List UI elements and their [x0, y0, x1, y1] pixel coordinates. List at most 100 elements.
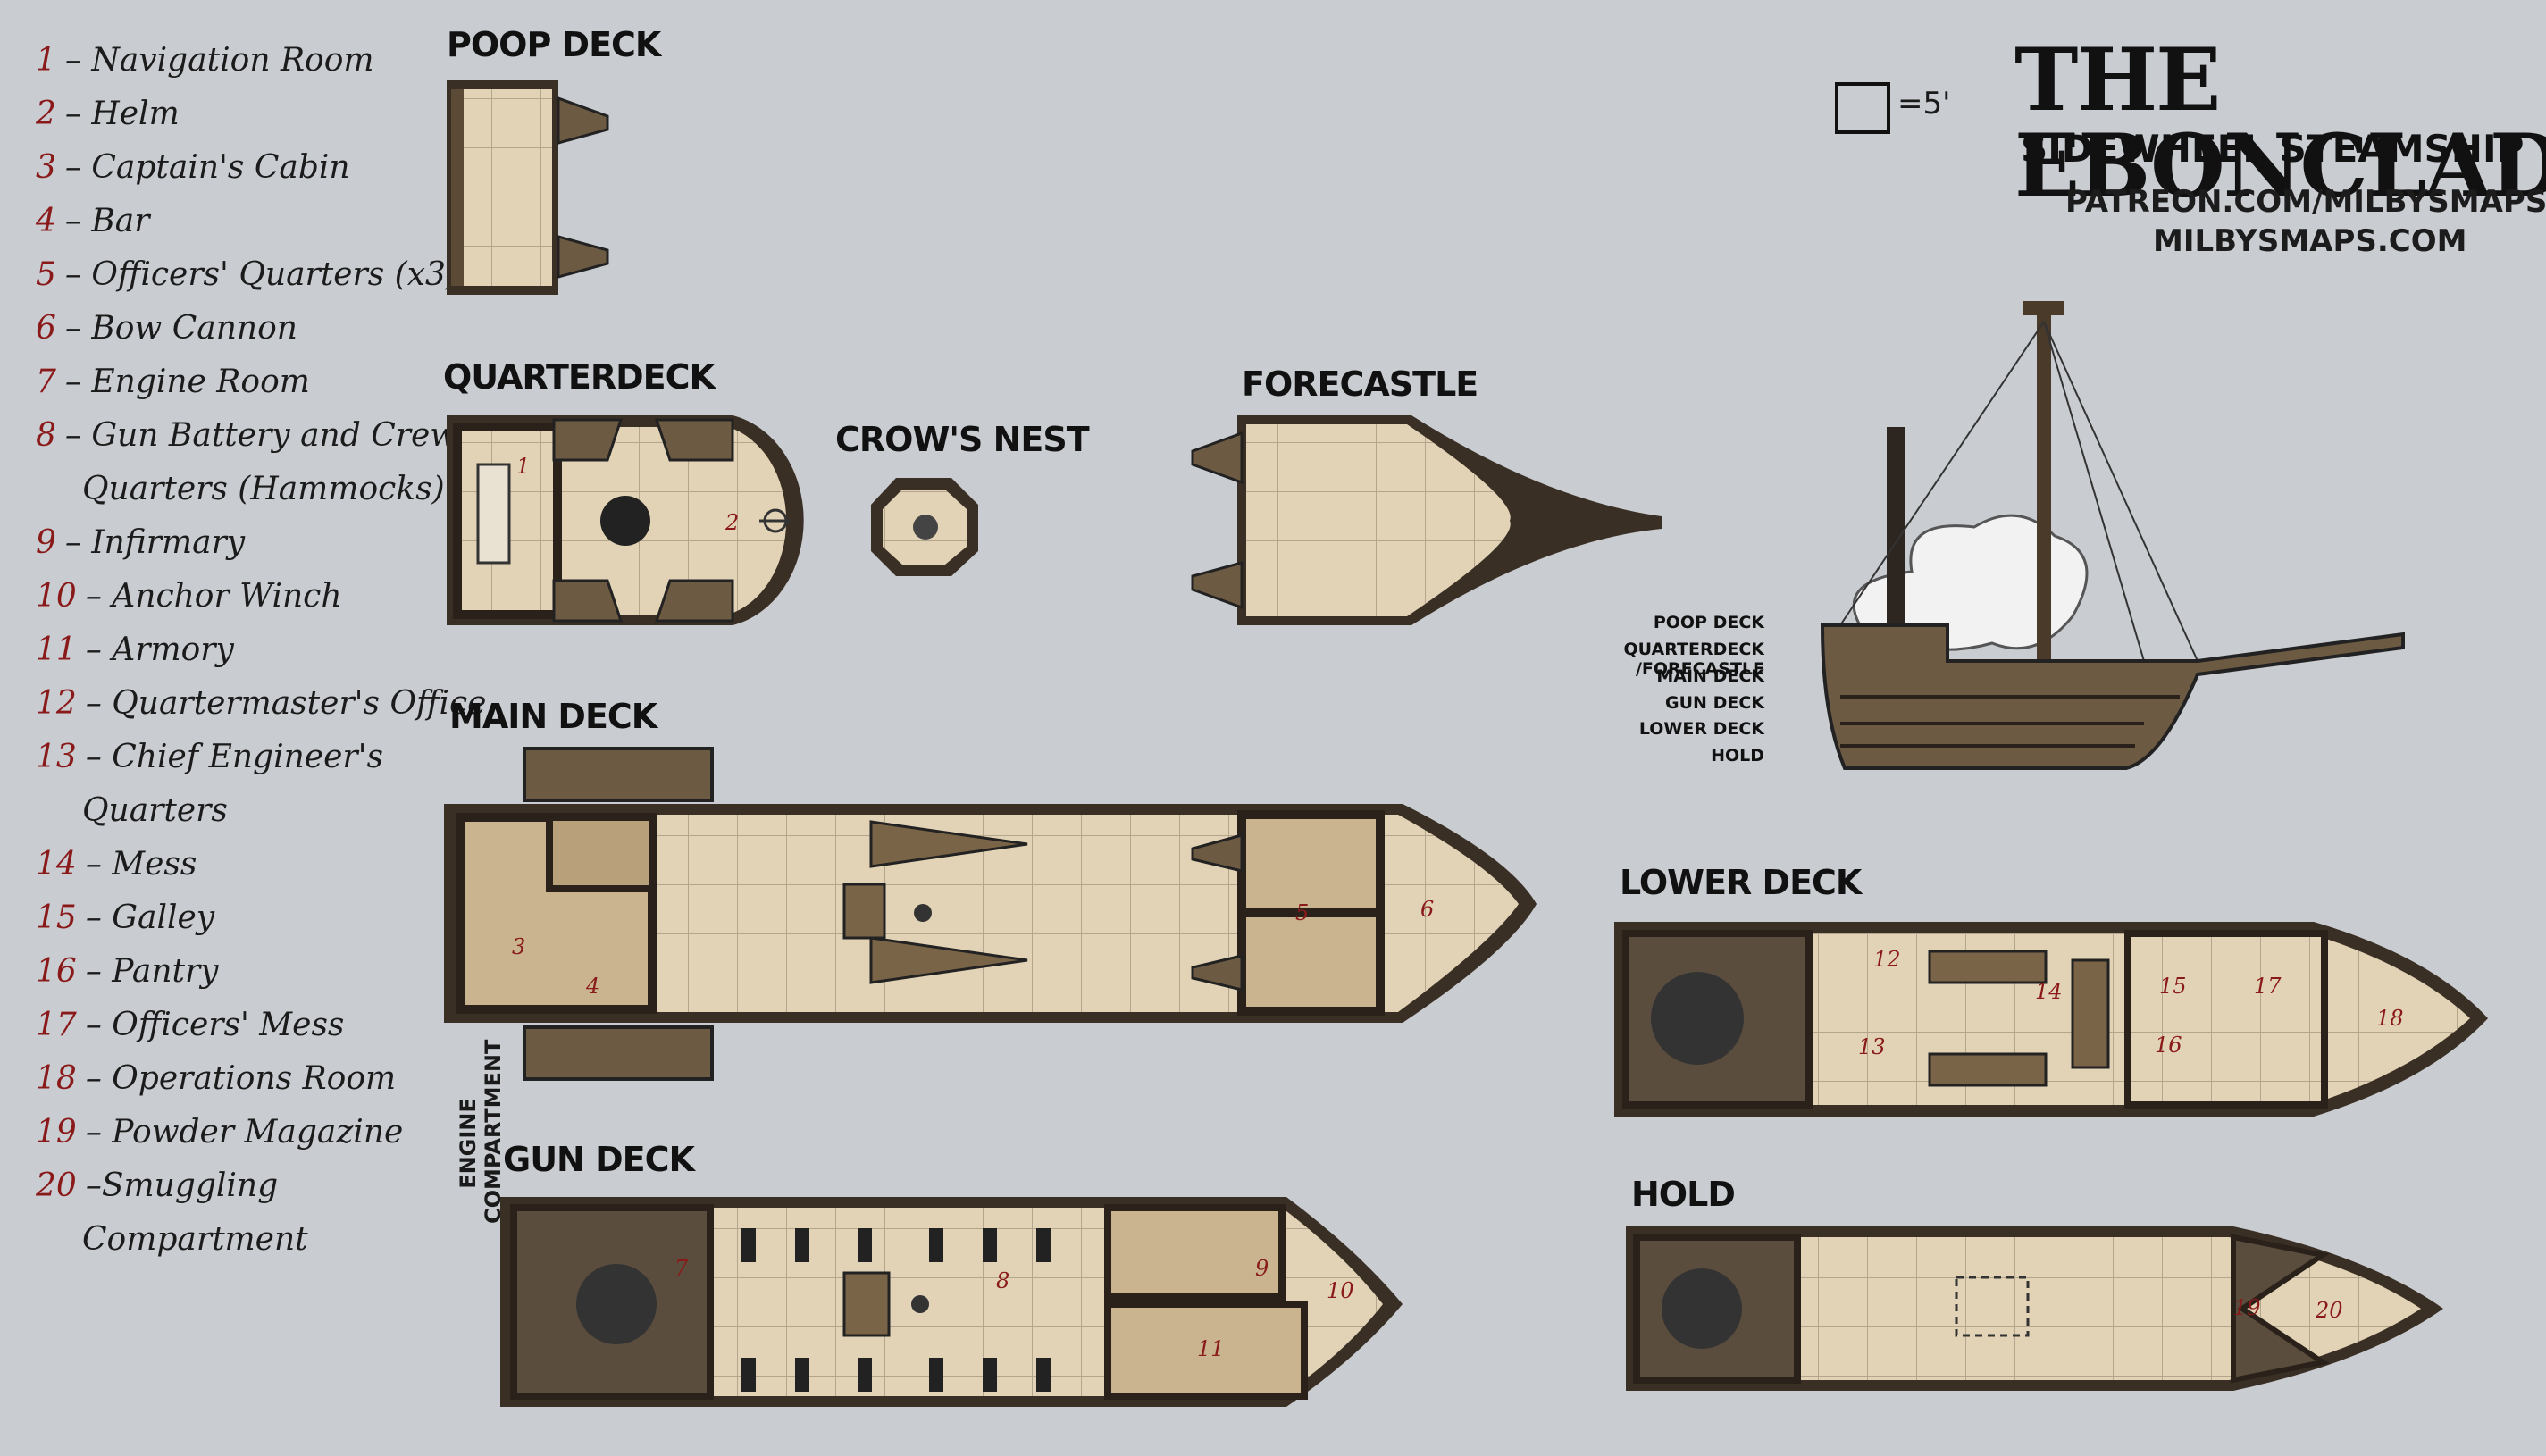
map-subtitle: SIDEWHEEL STEAMSHIP	[2021, 127, 2525, 171]
crows-nest-mast	[913, 515, 938, 540]
legend-text: – Bow Cannon	[64, 310, 297, 347]
room-number-19: 19	[2233, 1295, 2261, 1320]
mast	[2037, 308, 2051, 710]
quarterdeck-stair-bottom	[552, 579, 624, 623]
room-number-2: 2	[724, 510, 739, 535]
legend-item: 5– Officers' Quarters (x3)	[36, 248, 458, 302]
legend-item: 9– Infirmary	[36, 516, 420, 570]
room-number-15: 15	[2159, 974, 2187, 999]
legend-text: – Infirmary	[64, 524, 246, 561]
legend-item: 14– Mess	[36, 838, 420, 891]
paddle-wheel-bottom	[523, 1025, 714, 1081]
map-title: THE EBONCLAD	[2014, 29, 2546, 216]
forecastle-plan	[1191, 415, 1662, 625]
room-number-10: 10	[1327, 1278, 1354, 1303]
legend-item: 15– Galley	[36, 891, 420, 945]
paddle-wheel-top	[523, 747, 714, 802]
legend-item: 1– Navigation Room	[36, 34, 420, 88]
cannons	[741, 1228, 1051, 1392]
hold-boiler	[1662, 1268, 1742, 1349]
rigging-2	[2043, 321, 2198, 662]
legend-text-continued: Compartment	[82, 1221, 308, 1258]
room-number-11: 11	[1197, 1336, 1225, 1361]
scale-text: =5'	[1897, 86, 1951, 121]
main-deck-plan	[444, 747, 1537, 1081]
poop-deck-plan	[447, 80, 609, 295]
side-view	[1820, 301, 2405, 770]
forecastle-stair-top	[1191, 431, 1244, 485]
lifeboat-bottom	[869, 936, 1028, 984]
hidden-hatch[interactable]	[1955, 1276, 2030, 1337]
hold-plan	[1626, 1226, 2443, 1391]
navigation-room-walls	[453, 423, 562, 619]
main-deck-label: MAIN DECK	[449, 697, 657, 736]
main-deck-stair-2	[1191, 954, 1244, 992]
legend-text: – Quartermaster's Office	[85, 685, 487, 722]
legend-item: 18– Operations Room	[36, 1052, 420, 1106]
armory	[1104, 1301, 1308, 1400]
crows-nest-plan	[871, 478, 978, 576]
rigging-3	[2043, 321, 2145, 662]
legend-item: 16– Pantry	[36, 945, 420, 999]
legend-number: 12	[36, 685, 77, 722]
legend-text: – Helm	[64, 96, 180, 132]
legend-text: – Officers' Mess	[85, 1007, 345, 1043]
legend-number: 8	[36, 417, 56, 454]
legend-text: – Galley	[85, 900, 215, 936]
gun-deck-mast	[911, 1295, 929, 1313]
side-label-lower: LOWER DECK	[1638, 719, 1764, 739]
legend-text: – Powder Magazine	[85, 1114, 404, 1151]
powder-magazine	[2231, 1234, 2330, 1384]
room-number-1: 1	[516, 454, 530, 479]
legend-item: 10– Anchor Winch	[36, 570, 420, 623]
smokestack	[1887, 427, 1905, 668]
cannon	[795, 1358, 809, 1392]
room-number-8: 8	[996, 1268, 1009, 1293]
quarterdeck-stair-top-right	[654, 418, 734, 462]
room-number-7: 7	[674, 1256, 689, 1281]
cannon	[929, 1228, 943, 1262]
mess-table	[2071, 958, 2110, 1069]
lower-deck-label: LOWER DECK	[1620, 863, 1862, 902]
legend-number: 4	[36, 203, 56, 239]
legend-text: – Bar	[64, 203, 150, 239]
cannon	[858, 1228, 872, 1262]
legend-text: – Operations Room	[85, 1060, 397, 1097]
legend-text: – Pantry	[85, 953, 219, 990]
poop-deck-rail	[451, 89, 464, 286]
cannon	[983, 1228, 997, 1262]
main-deck-table	[842, 883, 886, 940]
legend-number: 5	[36, 256, 56, 293]
legend-number: 6	[36, 310, 56, 347]
side-label-hold: HOLD	[1711, 746, 1764, 766]
gun-deck-plan	[500, 1197, 1403, 1407]
room-number-18: 18	[2376, 1006, 2404, 1031]
quarterdeck-mast	[600, 496, 650, 546]
quarterdeck-stair-top	[552, 418, 624, 462]
legend-item: 2– Helm	[36, 88, 420, 141]
scale-square	[1835, 82, 1890, 134]
room-number-13: 13	[1858, 1034, 1886, 1059]
legend-text: – Engine Room	[64, 364, 310, 400]
legend-text: – Captain's Cabin	[64, 149, 350, 186]
website-link[interactable]: MILBYSMAPS.COM	[2153, 223, 2467, 259]
legend-number: 19	[36, 1114, 77, 1151]
mess-bench-2	[1928, 1052, 2048, 1087]
poop-deck-label: POOP DECK	[447, 25, 661, 64]
legend-item: 7– Engine Room	[36, 356, 420, 409]
cannon	[741, 1228, 756, 1262]
bar-area	[546, 814, 656, 892]
room-number-3: 3	[512, 934, 525, 959]
cannon	[983, 1358, 997, 1392]
room-number-12: 12	[1873, 947, 1901, 972]
legend-number: 2	[36, 96, 56, 132]
patreon-link[interactable]: PATREON.COM/MILBYSMAPS	[2065, 184, 2546, 220]
legend-item: 17– Officers' Mess	[36, 999, 420, 1052]
legend-number: 17	[36, 1007, 77, 1043]
legend-number: 7	[36, 364, 56, 400]
hold-label: HOLD	[1631, 1175, 1736, 1214]
infirmary	[1104, 1204, 1286, 1301]
